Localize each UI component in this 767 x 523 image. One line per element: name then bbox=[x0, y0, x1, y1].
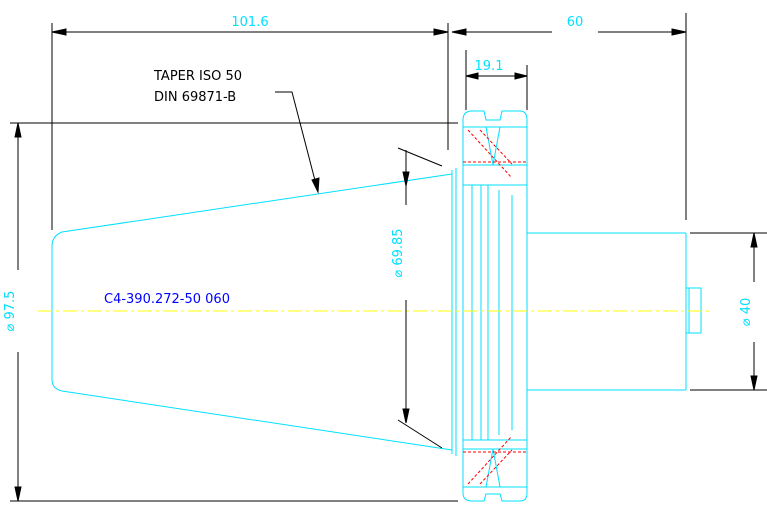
part-number-label: C4-390.272-50 060 bbox=[104, 292, 230, 307]
hidden-lines bbox=[463, 129, 527, 485]
taper-body bbox=[51, 173, 453, 451]
taper-spec-line1: TAPER ISO 50 bbox=[153, 69, 242, 84]
dimension-lines bbox=[10, 13, 767, 502]
dim-taper-length: 101.6 bbox=[231, 15, 268, 30]
part-outline bbox=[51, 110, 702, 502]
dim-flange-width: 19.1 bbox=[475, 59, 504, 74]
flange bbox=[462, 110, 528, 502]
dim-taper-gauge-diameter: ⌀ 69.85 bbox=[391, 228, 406, 277]
dim-shank-diameter: ⌀ 40 bbox=[739, 298, 754, 327]
taper-spec-line2: DIN 69871-B bbox=[154, 90, 236, 105]
dim-shank-length: 60 bbox=[567, 15, 584, 30]
dim-flange-diameter: ⌀ 97.5 bbox=[3, 291, 18, 332]
